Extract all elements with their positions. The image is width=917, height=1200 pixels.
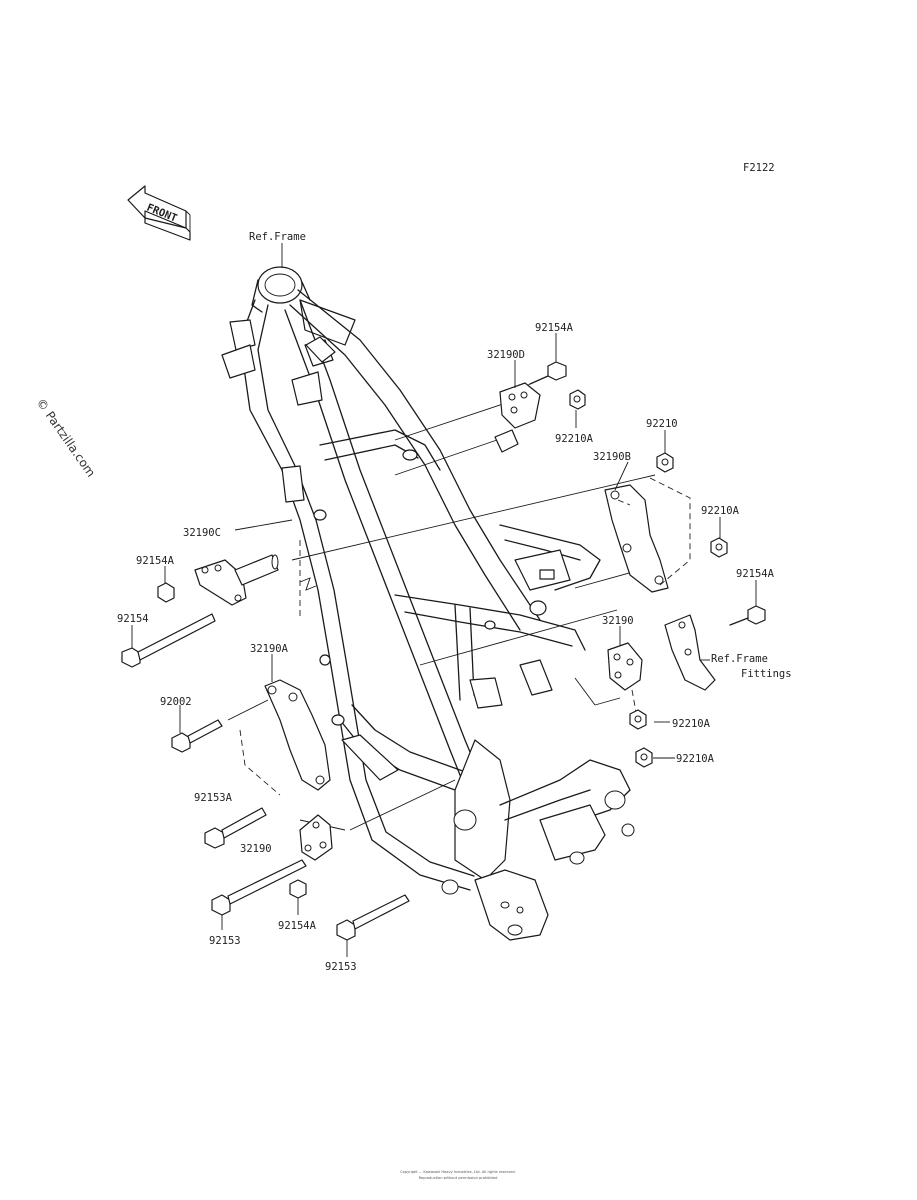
label-92210A-nut-top: 92210A <box>555 433 594 445</box>
label-32190A: 32190A <box>250 643 289 655</box>
label-92154: 92154 <box>117 613 149 625</box>
part-labels: Ref.Frame 92154A 32190D 92210A 92210 321… <box>117 231 792 973</box>
bolt-92153A <box>204 807 267 849</box>
label-ref-frame-fittings-2: Fittings <box>741 668 792 680</box>
label-92153-left: 92153 <box>209 935 241 947</box>
footer-copyright-line-2: Reproduction without permission prohibit… <box>419 1176 498 1180</box>
label-leaders <box>131 243 757 957</box>
bolt-92154A-right <box>729 605 766 626</box>
bolt-92154-long <box>121 613 216 668</box>
bolt-92154A-left <box>157 582 175 603</box>
label-92210A-mid: 92210A <box>672 718 711 730</box>
label-32190-low: 32190 <box>240 843 272 855</box>
figure-code: F2122 <box>743 162 775 174</box>
label-92153A: 92153A <box>194 792 233 804</box>
nut-92210 <box>656 452 674 473</box>
bolt-92154A-low <box>289 879 307 899</box>
label-92154A-low: 92154A <box>278 920 317 932</box>
label-92002: 92002 <box>160 696 192 708</box>
label-ref-frame: Ref.Frame <box>249 231 306 243</box>
label-92210: 92210 <box>646 418 678 430</box>
label-92153-bottom: 92153 <box>325 961 357 973</box>
label-92154A-top: 92154A <box>535 322 574 334</box>
clip <box>299 540 317 620</box>
footer-copyright-line-1: Copyright ... Kawasaki Heavy Industries,… <box>400 1170 516 1174</box>
label-92154A-left: 92154A <box>136 555 175 567</box>
nut-92210A-mid <box>629 709 647 730</box>
label-32190: 32190 <box>602 615 634 627</box>
bracket-32190B <box>604 477 691 593</box>
nut-92210A-right <box>710 537 728 558</box>
label-92210A-low: 92210A <box>676 753 715 765</box>
collar-left <box>234 554 279 586</box>
bracket-32190A <box>239 679 331 796</box>
label-32190B: 32190B <box>593 451 631 463</box>
bolt-92153-bottom <box>336 894 410 941</box>
bolt-92153-left <box>211 859 307 916</box>
collar-upper <box>494 429 519 453</box>
label-92210A-right: 92210A <box>701 505 740 517</box>
label-92154A-right: 92154A <box>736 568 775 580</box>
label-32190D: 32190D <box>487 349 525 361</box>
label-ref-frame-fittings-1: Ref.Frame <box>711 653 768 665</box>
watermark: © Partzilla.com <box>34 396 99 480</box>
bracket-32190-low <box>299 814 333 861</box>
front-arrow-icon: FRONT <box>127 185 191 241</box>
bracket-32190C <box>194 559 247 606</box>
nut-92210A-upper <box>569 389 586 410</box>
leader-lines <box>227 399 656 831</box>
motorcycle-frame <box>221 266 635 941</box>
frame-fittings-bracket <box>664 614 716 691</box>
label-32190C: 32190C <box>183 527 221 539</box>
bracket-32190 <box>607 642 643 713</box>
bolt-92002 <box>171 719 223 753</box>
bracket-32190D <box>499 382 541 429</box>
nut-92210A-low <box>635 747 653 768</box>
